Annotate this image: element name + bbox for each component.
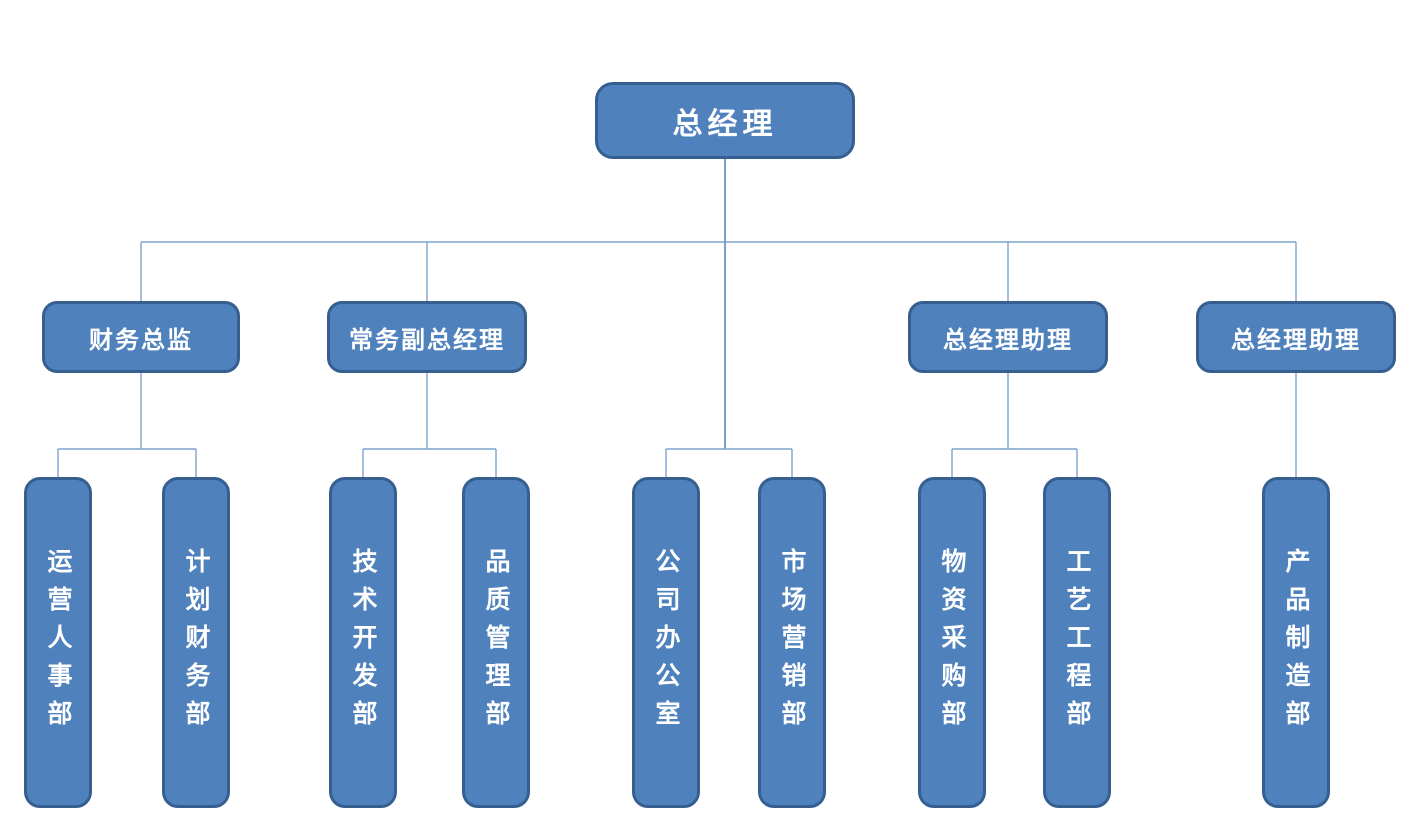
node-dept-marketing: 市场营销部 (758, 477, 826, 808)
node-dept-operations-hr: 运营人事部 (24, 477, 92, 808)
node-gm-assistant-2: 总经理助理 (1196, 301, 1396, 373)
node-dept-tech-development: 技术开发部 (329, 477, 397, 808)
node-general-manager: 总经理 (595, 82, 855, 159)
node-dept-quality-management: 品质管理部 (462, 477, 530, 808)
node-dept-product-manufacturing: 产品制造部 (1262, 477, 1330, 808)
node-dept-material-procurement: 物资采购部 (918, 477, 986, 808)
node-dept-company-office: 公司办公室 (632, 477, 700, 808)
node-finance-director: 财务总监 (42, 301, 240, 373)
node-dept-planning-finance: 计划财务部 (162, 477, 230, 808)
node-gm-assistant-1: 总经理助理 (908, 301, 1108, 373)
node-dept-process-engineering: 工艺工程部 (1043, 477, 1111, 808)
node-executive-deputy-gm: 常务副总经理 (327, 301, 527, 373)
